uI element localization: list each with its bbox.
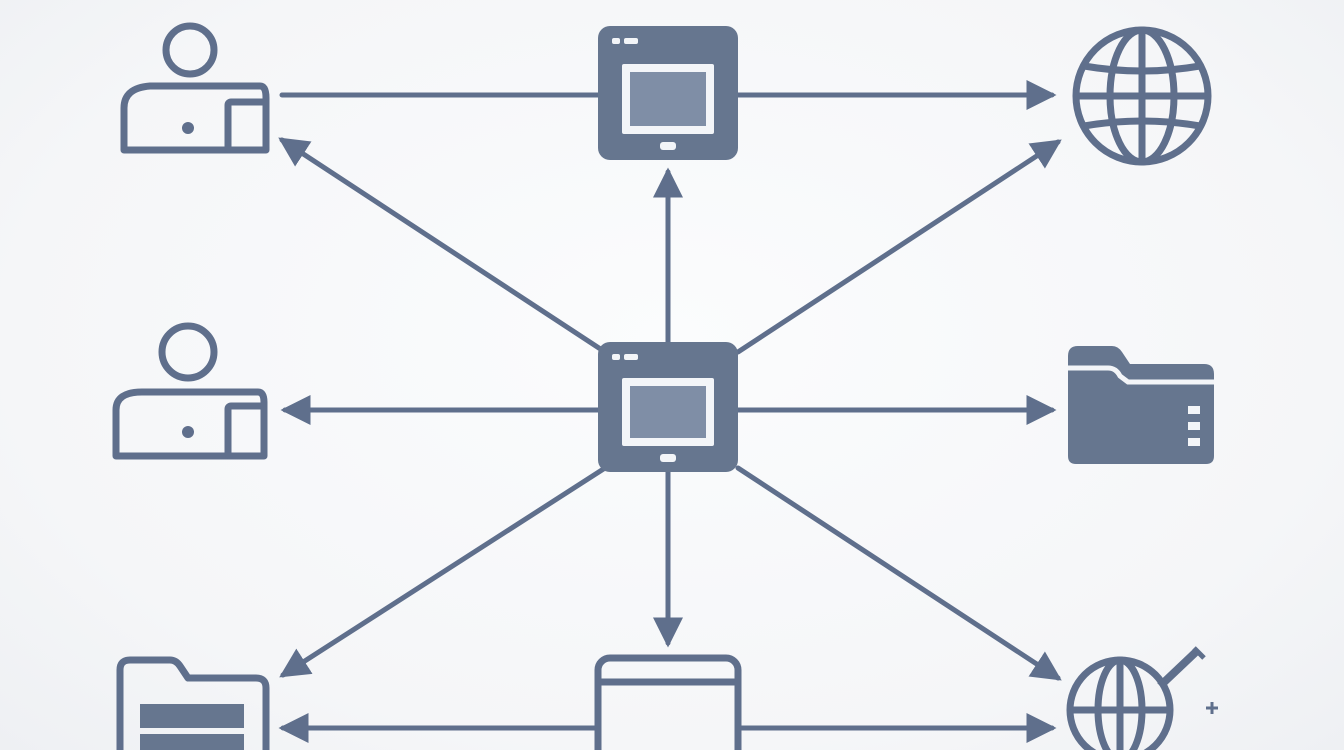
- user-laptop-icon: [120, 22, 270, 154]
- edge-hub-to-globe-edit-bottom: [735, 465, 1062, 681]
- connectors: [278, 80, 1062, 743]
- tablet-icon: [598, 342, 738, 472]
- globe-icon: [1072, 26, 1212, 166]
- edge-hub-to-user-top: [278, 137, 608, 355]
- folder-icon: [116, 656, 270, 750]
- folder-icon: [1068, 346, 1214, 464]
- globe-edit-icon: [1066, 646, 1218, 750]
- tablet-icon: [598, 26, 738, 160]
- user-laptop-icon: [112, 322, 268, 460]
- edge-hub-to-globe-top: [735, 139, 1062, 355]
- tablet-icon: [594, 654, 742, 750]
- edge-hub-to-folder-bottom: [279, 465, 608, 678]
